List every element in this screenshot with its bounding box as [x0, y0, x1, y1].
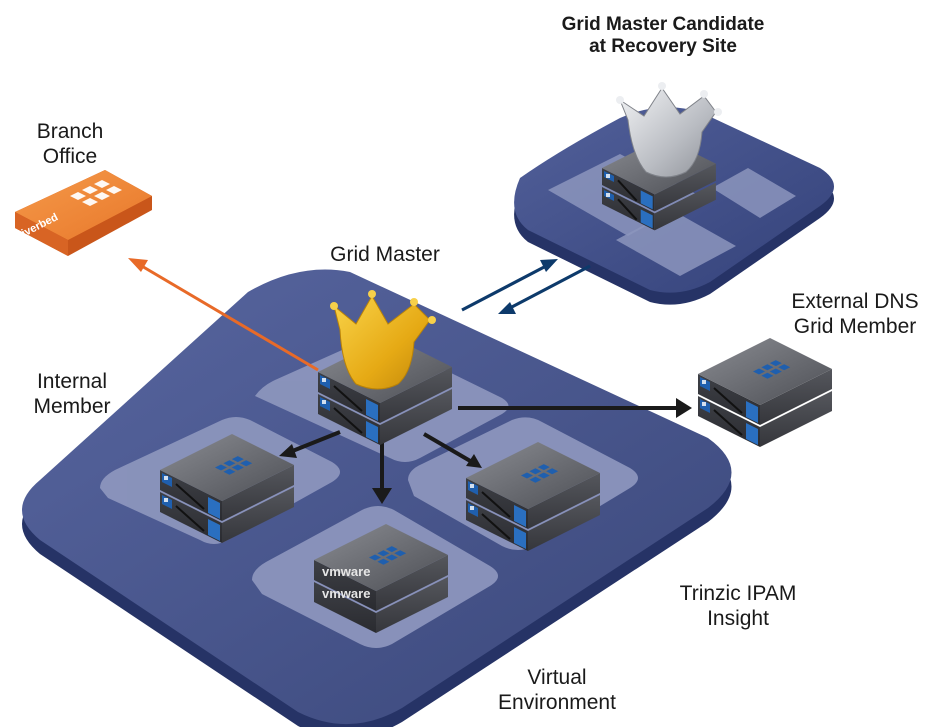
main-platform [22, 269, 732, 727]
internal-member-server [160, 434, 294, 543]
label-branch-office: Branch Office [36, 120, 104, 168]
label-grid-master-candidate: Grid Master Candidate at Recovery Site [561, 14, 765, 58]
label-trinzic-ipam-insight: Trinzic IPAM Insight [679, 582, 797, 630]
label-external-dns-member: External DNS Grid Member [791, 290, 919, 338]
branch-logo-icon [70, 180, 122, 206]
label-internal-member: Internal Member [33, 370, 111, 418]
trinzic-ipam-server [466, 442, 600, 551]
external-dns-server [698, 338, 832, 447]
vmware-brand-text: vmware [322, 564, 370, 579]
vmware-brand-text: vmware [322, 586, 370, 601]
orange-link-to-branch [128, 258, 319, 372]
member-links [279, 398, 692, 504]
label-grid-master: Grid Master [330, 243, 440, 266]
recovery-links [461, 259, 591, 314]
label-virtual-environment: Virtual Environment [498, 666, 616, 714]
appliance-logo-icon [215, 456, 253, 475]
appliance-logo-icon [521, 464, 559, 483]
branch-office-appliance: riverbed [15, 170, 152, 256]
virtual-environment-server: vmware vmware [314, 524, 448, 633]
gold-crown-icon [330, 290, 436, 390]
appliance-logo-icon [369, 546, 407, 565]
silver-crown-icon [616, 82, 722, 178]
appliance-logo-icon [753, 360, 791, 379]
